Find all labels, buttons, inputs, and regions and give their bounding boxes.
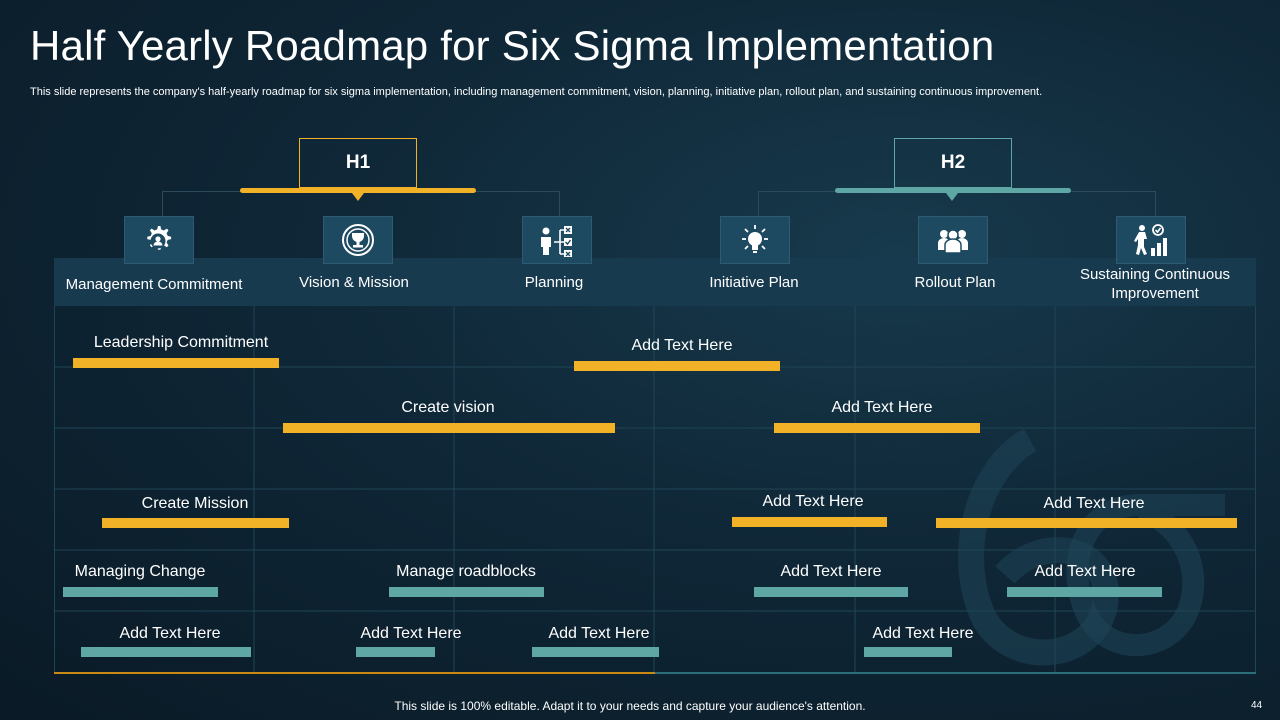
task-label: Add Text Here xyxy=(1034,563,1136,580)
phase-icon-box-management xyxy=(124,216,194,264)
page-number: 44 xyxy=(1251,700,1263,711)
h1-header: H1 xyxy=(299,138,417,188)
task-label: Leadership Commitment xyxy=(93,334,269,351)
phase-icon-box-planning xyxy=(522,216,592,264)
task-bar xyxy=(81,647,251,657)
h1-pointer xyxy=(352,193,364,201)
growth-climb-icon xyxy=(1134,224,1167,256)
phase-icon-box-vision xyxy=(323,216,393,264)
slide-footer: This slide is 100% editable. Adapt it to… xyxy=(394,699,866,713)
task-bar xyxy=(574,361,780,371)
phase-label-rollout: Rollout Plan xyxy=(914,273,996,291)
task-label: Add Text Here xyxy=(1043,495,1145,512)
phase-label-management: Management Commitment xyxy=(65,275,243,293)
roadmap-baseline xyxy=(54,672,1256,674)
phase-icon-box-rollout xyxy=(918,216,988,264)
slide-subtitle: This slide represents the company's half… xyxy=(30,86,1043,98)
task-bar xyxy=(283,423,615,433)
task-label: Manage roadblocks xyxy=(396,563,536,580)
task-bar xyxy=(936,518,1237,528)
task-label: Add Text Here xyxy=(872,625,974,642)
task-label: Add Text Here xyxy=(780,563,882,580)
task-label: Add Text Here xyxy=(762,493,864,510)
task-label: Create vision xyxy=(401,399,495,416)
task-bar xyxy=(389,587,544,597)
h1-bar xyxy=(240,188,476,193)
phase-icon-box-initiative xyxy=(720,216,790,264)
task-bar xyxy=(356,647,435,657)
phase-label-initiative: Initiative Plan xyxy=(709,273,799,291)
task-bar xyxy=(532,647,659,657)
task-bar xyxy=(864,647,952,657)
task-bar xyxy=(732,517,887,527)
h2-label: H2 xyxy=(940,152,966,173)
lightbulb-icon xyxy=(742,225,768,253)
task-bar xyxy=(102,518,289,528)
gear-user-icon xyxy=(147,226,172,250)
h2-bar xyxy=(835,188,1071,193)
task-label: Managing Change xyxy=(74,563,206,580)
task-bar xyxy=(73,358,279,368)
planning-checklist-icon xyxy=(541,226,572,257)
task-label: Add Text Here xyxy=(548,625,650,642)
h1-label: H1 xyxy=(345,152,371,173)
phase-label-planning: Planning xyxy=(524,273,584,291)
target-trophy-icon xyxy=(342,224,374,256)
task-bar xyxy=(774,423,980,433)
phase-icon-box-sustaining xyxy=(1116,216,1186,264)
phase-header-band xyxy=(54,258,1256,306)
task-label: Add Text Here xyxy=(119,625,221,642)
h2-header: H2 xyxy=(894,138,1012,188)
phase-label-sustaining: Sustaining Continuous Improvement xyxy=(1079,266,1231,302)
slide-title: Half Yearly Roadmap for Six Sigma Implem… xyxy=(30,22,995,69)
task-label: Create Mission xyxy=(141,495,249,512)
task-bar xyxy=(63,587,218,597)
team-icon xyxy=(938,229,968,254)
task-bar xyxy=(754,587,908,597)
task-label: Add Text Here xyxy=(360,625,462,642)
task-bar xyxy=(1007,587,1162,597)
task-label: Add Text Here xyxy=(831,399,933,416)
h2-pointer xyxy=(946,193,958,201)
phase-label-vision: Vision & Mission xyxy=(299,273,409,291)
task-label: Add Text Here xyxy=(631,337,733,354)
